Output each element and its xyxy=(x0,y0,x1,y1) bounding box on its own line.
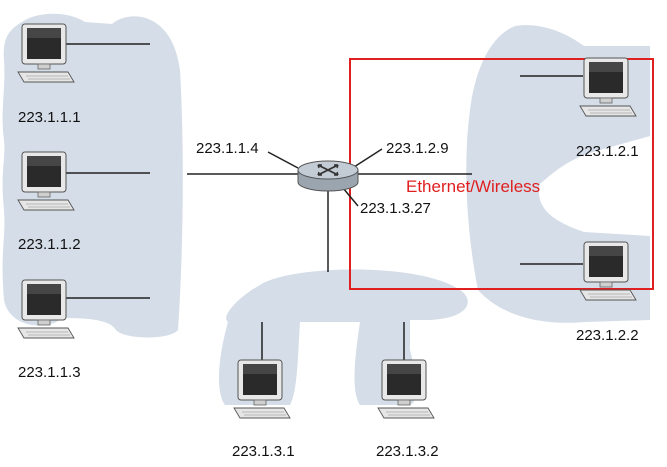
subnet-backgrounds xyxy=(2,13,650,405)
router-interface-left-label: 223.1.1.4 xyxy=(196,140,259,157)
host-ip-label: 223.1.1.2 xyxy=(18,236,81,253)
computer-icon xyxy=(17,279,75,339)
highlight-label: Ethernet/Wireless xyxy=(406,177,540,196)
host-h3: 223.1.1.3 xyxy=(17,279,81,381)
computer-icon xyxy=(17,23,75,83)
links xyxy=(66,43,583,364)
host-ip-label: 223.1.1.1 xyxy=(18,109,81,126)
computer-icon xyxy=(233,359,291,419)
computer-icon xyxy=(579,241,637,301)
router-interface-bottom-label: 223.1.3.27 xyxy=(360,200,431,217)
host-h1: 223.1.1.1 xyxy=(17,23,81,126)
host-ip-label: 223.1.3.1 xyxy=(232,443,295,460)
host-ip-label: 223.1.3.2 xyxy=(376,443,439,460)
host-ip-label: 223.1.2.2 xyxy=(576,327,639,344)
host-h5: 223.1.2.2 xyxy=(576,241,639,344)
leader-bottom xyxy=(342,187,359,207)
host-h2: 223.1.1.2 xyxy=(17,151,81,253)
router-icon xyxy=(297,160,359,192)
host-h4: 223.1.2.1 xyxy=(576,57,639,160)
leader-right xyxy=(353,148,383,168)
computer-icon xyxy=(579,57,637,117)
host-h7: 223.1.3.2 xyxy=(376,359,439,460)
computer-icon xyxy=(17,151,75,211)
leader-left xyxy=(267,151,299,169)
subnet-1-blob xyxy=(2,13,183,338)
host-ip-label: 223.1.1.3 xyxy=(18,364,81,381)
computer-icon xyxy=(377,359,435,419)
host-h6: 223.1.3.1 xyxy=(232,359,295,460)
router-interface-right-label: 223.1.2.9 xyxy=(386,140,449,157)
host-ip-label: 223.1.2.1 xyxy=(576,143,639,160)
